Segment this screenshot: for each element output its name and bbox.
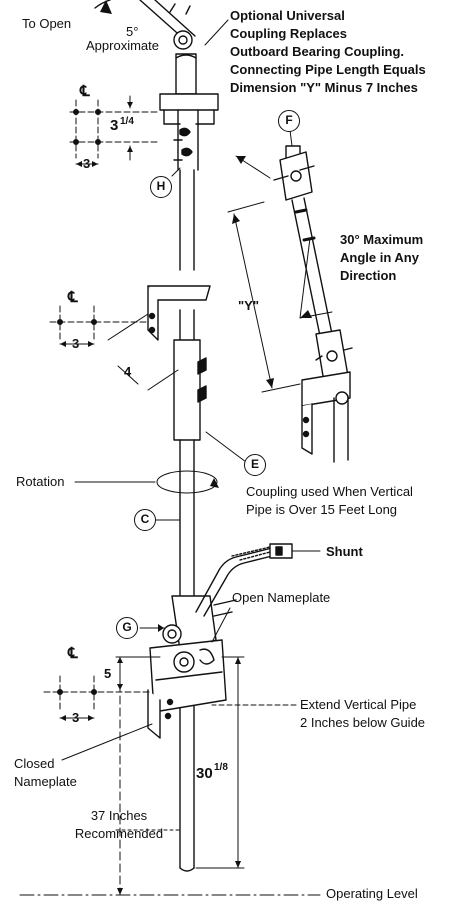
shunt-label: Shunt: [326, 544, 363, 559]
extend-pipe-line-1: Extend Vertical Pipe: [300, 697, 417, 712]
dim-four-label: 4: [124, 364, 132, 379]
callout-h: H: [150, 176, 172, 198]
optional-coupling-line-2: Coupling Replaces: [230, 26, 348, 41]
centerline-symbol-mid: ℄: [68, 289, 78, 306]
leader-lines: [61, 19, 333, 831]
dim-three-bottom: 3: [72, 710, 80, 725]
approximate-label: Approximate: [86, 38, 159, 53]
dim-three-top: 3: [83, 156, 91, 171]
universal-coupling-drawing: [273, 145, 353, 463]
upper-coupling-drawing: [159, 53, 219, 171]
optional-coupling-line-3: Outboard Bearing Coupling.: [230, 44, 405, 59]
optional-coupling-line-5: Dimension "Y" Minus 7 Inches: [230, 80, 418, 95]
open-nameplate-label: Open Nameplate: [232, 590, 331, 605]
centerline-symbol-bottom: ℄: [68, 645, 78, 662]
top-arm-drawing: [94, 0, 196, 50]
recommended-line-2: Recommended: [74, 826, 164, 841]
max-angle-line-2: Angle in Any: [340, 250, 419, 265]
dim-thirty-whole: 30: [196, 765, 213, 782]
to-open-label: To Open: [22, 16, 72, 31]
callout-f: F: [278, 110, 300, 132]
optional-coupling-line-1: Optional Universal: [230, 8, 345, 23]
coupling-used-line-1: Coupling used When Vertical: [246, 484, 413, 499]
shunt-drawing: [195, 543, 293, 617]
bottom-guide-drawing: [147, 595, 237, 739]
max-angle-line-3: Direction: [340, 268, 397, 283]
dim-three-quarter-fraction: 1/4: [120, 116, 134, 127]
optional-coupling-line-4: Connecting Pipe Length Equals: [230, 62, 426, 77]
dim-three-quarter-whole: 3: [110, 117, 119, 134]
dim-thirty-fraction: 1/8: [214, 762, 228, 773]
five-degree-label: 5°: [126, 24, 139, 39]
recommended-line-1: 37 Inches: [90, 808, 148, 823]
operating-level-label: Operating Level: [326, 886, 418, 901]
coupling-used-line-2: Pipe is Over 15 Feet Long: [246, 502, 398, 517]
vertical-pipe-drawing: [173, 169, 207, 872]
closed-nameplate-line-2: Nameplate: [14, 774, 77, 789]
callout-e: E: [244, 454, 266, 476]
dim-y-label: "Y": [238, 298, 259, 313]
callout-g: G: [116, 617, 138, 639]
dim-three-mid: 3: [72, 336, 80, 351]
dimension-lines: [19, 95, 321, 896]
closed-nameplate-line-1: Closed: [14, 756, 55, 771]
rotation-label: Rotation: [16, 474, 65, 489]
max-angle-line-1: 30° Maximum: [340, 232, 424, 247]
centerline-symbol-top: ℄: [80, 83, 90, 100]
callout-c: C: [134, 509, 156, 531]
extend-pipe-line-2: 2 Inches below Guide: [300, 715, 426, 730]
dim-five-label: 5: [104, 666, 112, 681]
mid-bracket-drawing: [147, 285, 211, 341]
